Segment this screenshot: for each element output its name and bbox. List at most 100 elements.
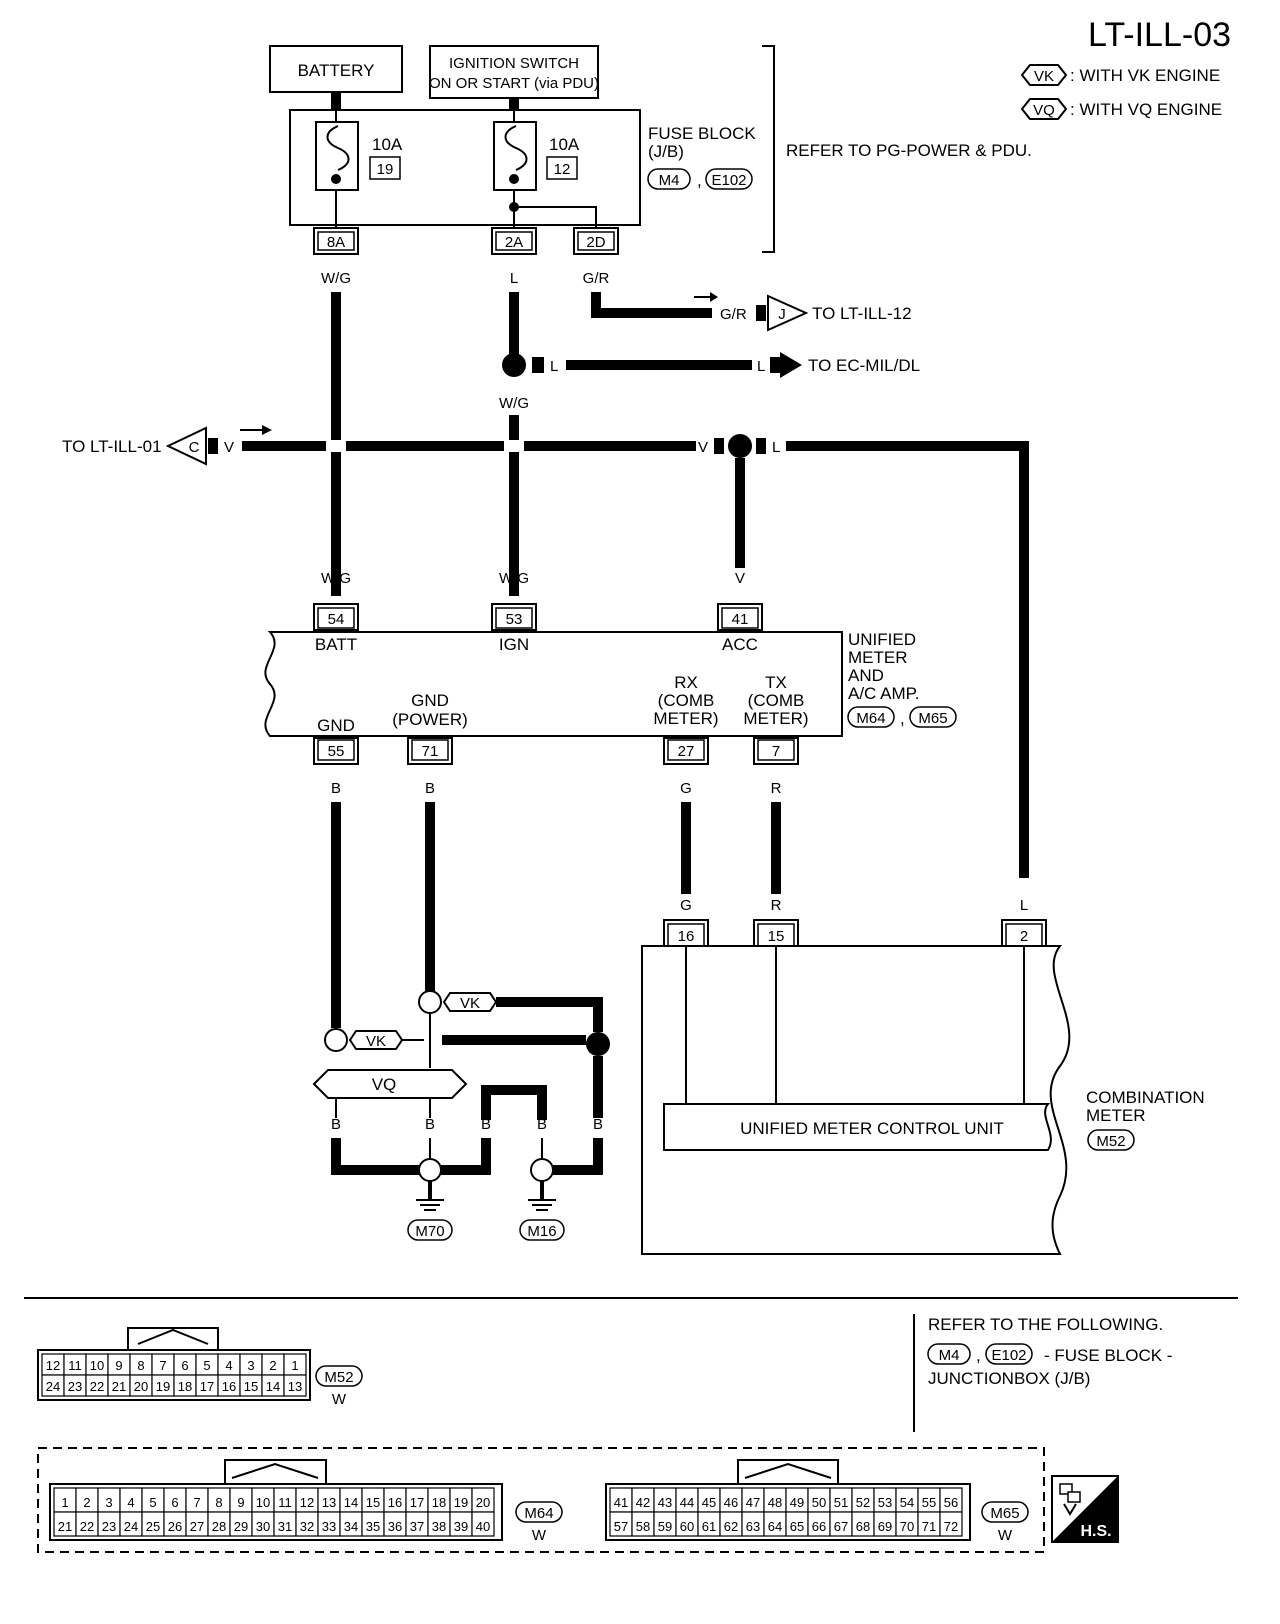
wire-label-g-27: G [680, 780, 692, 797]
legend-vq-text: : WITH VQ ENGINE [1070, 100, 1222, 119]
svg-text:53: 53 [506, 611, 523, 628]
ground-m16: M16 [527, 1223, 556, 1240]
m52-pin-number: 16 [222, 1379, 236, 1394]
pin-label-batt: BATT [315, 635, 357, 654]
connector-panel [37, 1447, 1045, 1553]
ground-symbol-m70 [407, 1181, 453, 1241]
svg-text:27: 27 [678, 743, 695, 760]
m65-pin-number: 66 [812, 1519, 826, 1534]
pin-label-tx-2: (COMB [748, 691, 805, 710]
m64-pin-number: 9 [237, 1495, 244, 1510]
refer-line-1: REFER TO THE FOLLOWING. [928, 1315, 1163, 1334]
splice-acc [728, 434, 752, 458]
wire-label-l-3: L [757, 358, 765, 375]
m65-pin-number: 72 [944, 1519, 958, 1534]
ground-symbol-m16 [519, 1181, 565, 1241]
m64-pin-number: 29 [234, 1519, 248, 1534]
m65-pin-number: 65 [790, 1519, 804, 1534]
m64-pin-number: 17 [410, 1495, 424, 1510]
m64-pin-number: 3 [105, 1495, 112, 1510]
m52-pin-number: 2 [269, 1358, 276, 1373]
refer-comma: , [976, 1346, 981, 1365]
m65-pin-number: 57 [614, 1519, 628, 1534]
unified-meter-name-3: AND [848, 666, 884, 685]
m64-pin-number: 31 [278, 1519, 292, 1534]
m65-pin-number: 56 [944, 1495, 958, 1510]
fuse-19 [315, 110, 359, 228]
m65-pin-number: 43 [658, 1495, 672, 1510]
m52-pin-number: 10 [90, 1358, 104, 1373]
battery-label: BATTERY [298, 61, 375, 80]
svg-text:54: 54 [328, 611, 345, 628]
m52-cavity [283, 1374, 307, 1397]
m65-pin-number: 70 [900, 1519, 914, 1534]
combination-meter-name-2: METER [1086, 1106, 1146, 1125]
m65-pin-number: 47 [746, 1495, 760, 1510]
m65-pin-number: 69 [878, 1519, 892, 1534]
m52-pin-number: 3 [247, 1358, 254, 1373]
combination-meter-name-1: COMBINATION [1086, 1088, 1205, 1107]
m64-pin-number: 14 [344, 1495, 358, 1510]
wire-label-l-5: L [1020, 897, 1028, 914]
m52-pin-number: 1 [291, 1358, 298, 1373]
m65-pin-number: 67 [834, 1519, 848, 1534]
to-ec-mil-dl: TO EC-MIL/DL [808, 356, 920, 375]
svg-text:7: 7 [772, 743, 780, 760]
m64-pin-number: 13 [322, 1495, 336, 1510]
m64-pin-number: 25 [146, 1519, 160, 1534]
m64-pin-number: 5 [149, 1495, 156, 1510]
m65-pin-number: 71 [922, 1519, 936, 1534]
m52-pin-number: 9 [115, 1358, 122, 1373]
wire-label-v-1: V [224, 439, 234, 456]
to-lt-ill-01-letter: C [189, 439, 200, 456]
tag-vk-1: VK [460, 995, 480, 1012]
refer-line-2-rest: - FUSE BLOCK - [1044, 1346, 1172, 1365]
m64-pin-number: 27 [190, 1519, 204, 1534]
unified-meter-bottom-pins: 55 71 27 7 [313, 737, 799, 765]
tag-vk-2: VK [366, 1033, 386, 1050]
m65-pin-number: 46 [724, 1495, 738, 1510]
unified-meter-name-1: UNIFIED [848, 630, 916, 649]
m52-pin-number: 8 [137, 1358, 144, 1373]
wire-label-g-16: G [680, 897, 692, 914]
m65-name: M65 [990, 1505, 1019, 1522]
fuse-block-sub: (J/B) [648, 142, 684, 161]
fuse-12-amp: 10A [549, 135, 580, 154]
legend-vk: VK : WITH VK ENGINE [1020, 64, 1220, 86]
fuse-12 [493, 110, 597, 228]
pin-label-gnd: GND [317, 716, 355, 735]
m65-pin-number: 49 [790, 1495, 804, 1510]
m64-pin-number: 19 [454, 1495, 468, 1510]
pin-label-rx-1: RX [674, 673, 698, 692]
m52-pin-number: 7 [159, 1358, 166, 1373]
m65-pin-number: 50 [812, 1495, 826, 1510]
svg-text:16: 16 [678, 928, 695, 945]
legend-vq: VQ : WITH VQ ENGINE [1020, 98, 1222, 120]
m64-pin-number: 16 [388, 1495, 402, 1510]
terminal-2D: 2D [573, 227, 619, 255]
combination-meter-box [641, 945, 1071, 1255]
fuse-block-comma: , [697, 171, 702, 190]
m64-pin-number: 11 [278, 1495, 292, 1510]
m64-pin-number: 21 [58, 1519, 72, 1534]
legend-vk-text: : WITH VK ENGINE [1070, 66, 1220, 85]
svg-text:8A: 8A [327, 234, 345, 251]
unified-meter-name-4: A/C AMP. [848, 684, 920, 703]
fuse-block-name: FUSE BLOCK [648, 124, 756, 143]
m64-pin-number: 37 [410, 1519, 424, 1534]
m64-name: M64 [524, 1505, 553, 1522]
m64-pin-number: 4 [127, 1495, 134, 1510]
control-unit-label: UNIFIED METER CONTROL UNIT [740, 1119, 1004, 1138]
wire-label-b-g3: B [481, 1116, 491, 1133]
wire-label-l-1: L [510, 270, 518, 287]
refer-conn-e102: E102 [991, 1347, 1026, 1364]
pin-label-rx-3: METER) [653, 709, 718, 728]
m52-name: M52 [324, 1369, 353, 1386]
m64-pin-number: 38 [432, 1519, 446, 1534]
m52-pin-number: 22 [90, 1379, 104, 1394]
combination-meter-conn: M52 [1096, 1133, 1125, 1150]
wire-label-b-55: B [331, 780, 341, 797]
combination-meter-pins: 16 15 2 [663, 919, 1047, 947]
